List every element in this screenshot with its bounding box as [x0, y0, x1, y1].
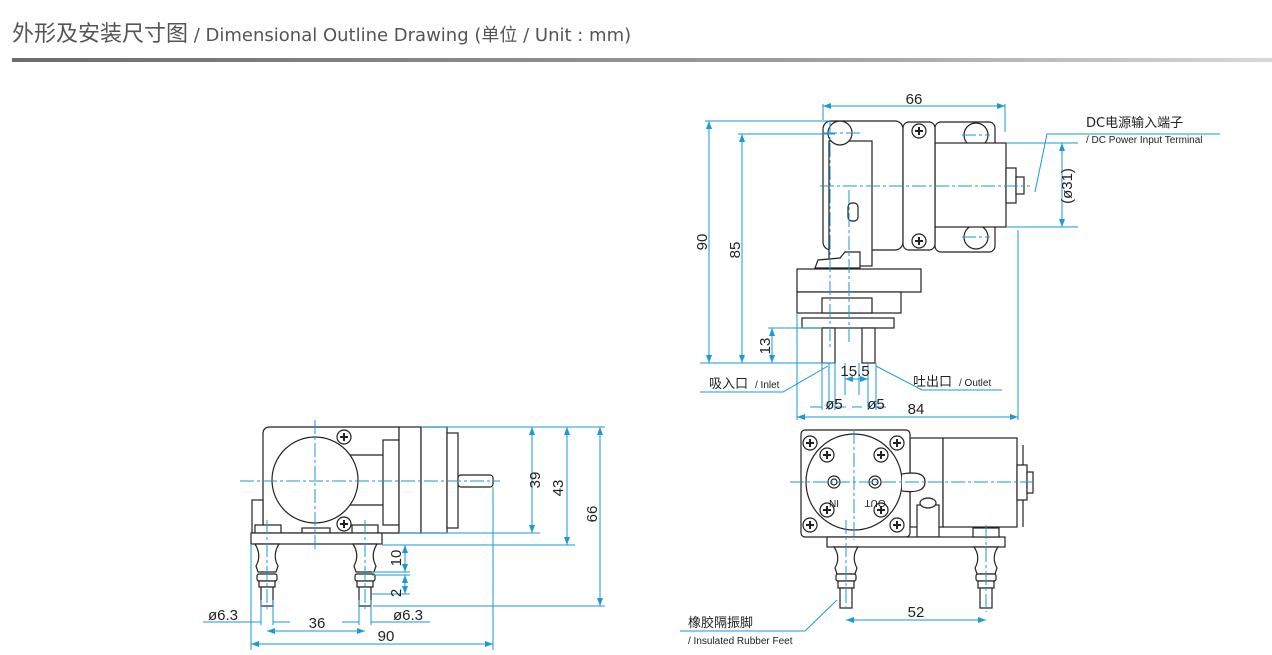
dim-foot-dia-right: ø6.3: [393, 607, 423, 624]
title-cn: 外形及安装尺寸图: [12, 22, 189, 47]
dim-85: 85: [727, 242, 744, 259]
dim-outlet-dia: ø5: [867, 396, 885, 413]
header-divider: [12, 58, 1272, 62]
inlet-label-en: / Inlet: [755, 380, 780, 391]
front-view: 39 43 66 10 2 36 90 ø6.3 ø6.3: [203, 420, 605, 650]
port-out-label: OUT: [864, 497, 885, 508]
dim-foot-dia-left: ø6.3: [208, 607, 238, 624]
dim-90-width: 90: [378, 628, 395, 645]
page-title: 外形及安装尺寸图 / Dimensional Outline Drawing (…: [12, 16, 631, 48]
dim-motor-dia: (ø31): [1059, 168, 1076, 204]
outlet-label-cn: 吐出口: [913, 375, 952, 390]
dim-2: 2: [388, 589, 405, 597]
dim-43: 43: [550, 480, 567, 497]
feet-label-en: / Insulated Rubber Feet: [688, 636, 793, 647]
inlet-label-cn: 吸入口: [709, 377, 748, 392]
dim-inlet-dia: ø5: [825, 396, 843, 413]
terminal-label-cn: DC电源输入端子: [1086, 115, 1183, 131]
dim-52: 52: [908, 604, 925, 621]
dim-66: 66: [906, 91, 923, 108]
dim-66-height: 66: [584, 506, 601, 523]
feet-label-cn: 橡胶隔振脚: [688, 615, 753, 631]
dim-90: 90: [694, 234, 711, 251]
title-en: / Dimensional Outline Drawing (单位 / Unit…: [188, 25, 632, 46]
outlet-label-en: / Outlet: [959, 378, 991, 389]
dim-15-5: 15.5: [840, 363, 869, 380]
dim-13: 13: [757, 338, 774, 355]
dim-39: 39: [527, 472, 544, 489]
port-in-label: IN: [829, 497, 839, 508]
side-view: IN OUT 52 橡胶隔振脚 / Insulated Rubber Feet: [680, 429, 1035, 647]
terminal-label-en: / DC Power Input Terminal: [1086, 135, 1203, 146]
dim-36: 36: [309, 615, 326, 632]
dim-10: 10: [388, 550, 405, 567]
top-view: 66 90 85 13 (ø31) 15.5 ø5 ø5 84 DC电源输入端子…: [694, 91, 1220, 420]
dim-84: 84: [908, 401, 925, 418]
